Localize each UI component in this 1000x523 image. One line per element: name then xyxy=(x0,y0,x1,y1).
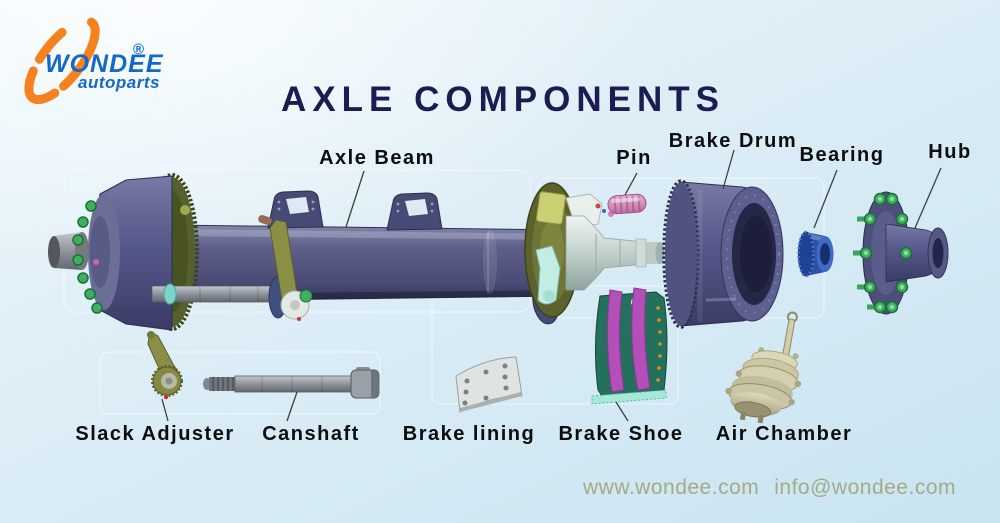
leader-brake-drum xyxy=(722,149,735,190)
brake-drum-drawing xyxy=(662,179,784,329)
logo: WONDEE ® autoparts xyxy=(0,0,200,125)
leader-canshaft xyxy=(286,391,298,422)
label-brake-lining: Brake lining xyxy=(402,423,536,445)
leader-pin xyxy=(624,172,638,196)
label-brake-drum: Brake Drum xyxy=(668,130,798,152)
label-canshaft: Canshaft xyxy=(262,423,360,445)
page-title: AXLE COMPONENTS xyxy=(281,80,725,120)
label-pin: Pin xyxy=(616,147,652,169)
pin-drawing xyxy=(607,193,647,215)
label-brake-shoe: Brake Shoe xyxy=(558,423,684,445)
label-slack-adjuster: Slack Adjuster xyxy=(75,423,235,445)
leader-brake-shoe xyxy=(615,401,629,422)
label-hub: Hub xyxy=(928,141,972,163)
mounted-camshaft-drawing xyxy=(151,215,313,321)
air-chamber-drawing xyxy=(725,311,802,424)
logo-brand-text: WONDEE xyxy=(45,50,164,78)
label-air-chamber: Air Chamber xyxy=(715,423,853,445)
hub-drawing xyxy=(853,191,949,315)
label-axle-beam: Axle Beam xyxy=(319,147,435,169)
brake-shoe-drawing xyxy=(591,287,668,405)
label-bearing: Bearing xyxy=(799,144,885,166)
leader-hub xyxy=(914,167,942,229)
camshaft-drawing xyxy=(203,367,380,399)
hanger-bracket xyxy=(267,190,324,229)
logo-tagline-text: autoparts xyxy=(78,73,160,92)
leader-axle-beam xyxy=(345,170,365,228)
registered-trademark-symbol: ® xyxy=(133,41,145,58)
leader-bearing xyxy=(813,169,838,229)
slack-adjuster-drawing xyxy=(146,331,183,400)
leader-lines xyxy=(161,149,942,422)
leader-slack-adjuster xyxy=(161,398,169,422)
brake-lining-drawing xyxy=(455,356,523,413)
logo-swoosh-icon xyxy=(24,15,100,105)
website-url: www.wondee.com xyxy=(583,476,760,499)
email-address: info@wondee.com xyxy=(774,476,956,499)
bearing-drawing xyxy=(797,230,834,278)
wheel-end-assembly-drawing xyxy=(48,173,199,331)
contact-info: www.wondee.com info@wondee.com xyxy=(583,476,956,500)
hanger-bracket xyxy=(386,192,443,231)
spindle-drawing xyxy=(565,215,665,291)
